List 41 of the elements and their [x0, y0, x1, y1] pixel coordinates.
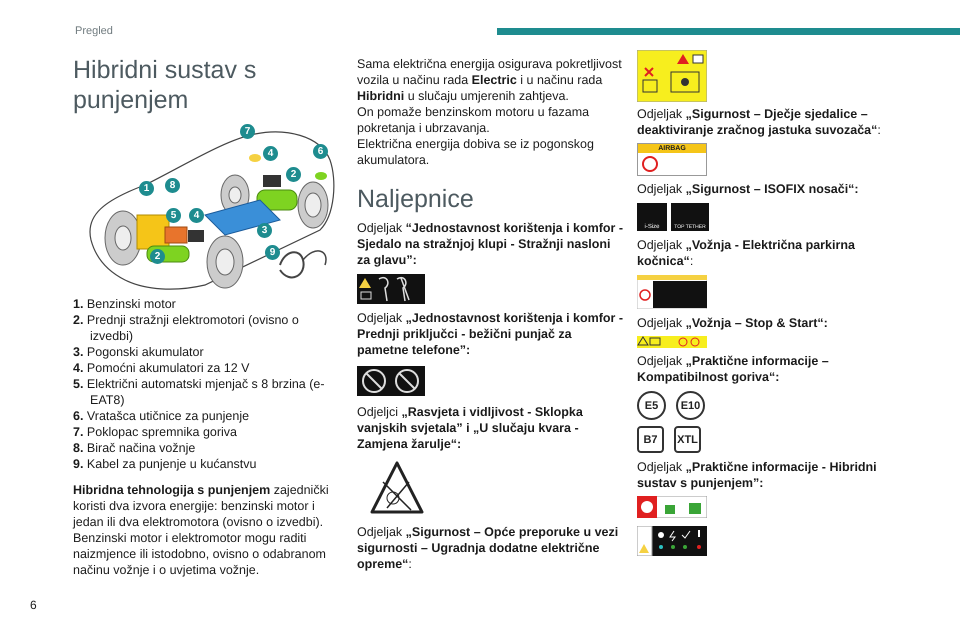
legend-list-item: 6. Vratašca utičnice za punjenje [73, 408, 250, 424]
section-reference: Odjeljak „Sigurnost – Dječje sjedalice – deaktiviranje zračnog jastuka suvozača“: [637, 106, 882, 138]
callout-number: 3 [257, 223, 272, 238]
fuel-compatibility-circle: E10 [676, 391, 705, 420]
section-reference: Odjeljak „Vožnja – Stop & Start“: [637, 315, 829, 331]
legend-list-item: 7. Poklopac spremnika goriva [73, 424, 238, 440]
section-reference: Odjeljak „Vožnja - Električna parkirna kočnica“: [637, 237, 856, 269]
page-title: Hibridni sustav s punjenjem [73, 55, 258, 115]
callout-number: 2 [286, 167, 301, 182]
legend-list-item: 2. Prednji stražnji elektromotori (ovisno o izvedbi) [73, 312, 300, 344]
callout-number: 1 [139, 181, 154, 196]
legend-list-item: 8. Birač načina vožnje [73, 440, 196, 456]
section-reference: Odjeljak „Praktične informacije – Kompatibilnost goriva“: [637, 353, 830, 385]
section-reference: Odjeljak „Sigurnost – Opće preporuke u vezi sigurnosti – Ugradnja dodatne električne opreme“: [357, 524, 620, 572]
body-paragraph: Hibridna tehnologija s punjenjem zajednički koristi dva izvora energije: benzinski motor i jedan ili dva elektromotora (ovisno o izvedbi). Benzinski motor i elektromotor mogu raditi naizmjence ili istodobno, ovisno o odabranom načinu vožnje i o uvjetima vožnje. [73, 482, 330, 578]
section-reference: Odjeljci „Rasvjeta i vidljivost - Sklopka vanjskih svjetala” i „U slučaju kvara - Zamjena žarulje“: [357, 404, 584, 452]
callout-number: 8 [165, 178, 180, 193]
fuel-compatibility-square: B7 [637, 426, 664, 453]
section-reference: Odjeljak „Jednostavnost korištenja i komfor - Prednji priključci - bežični punjač za pametne telefone”: [357, 310, 624, 358]
fuel-compatibility-square: XTL [674, 426, 701, 453]
section-heading: Naljepnice [357, 184, 475, 214]
section-reference: Odjeljak “Jednostavnost korištenja i komfor - Sjedalo na stražnjoj klupi - Stražnji nasloni za glavu”: [357, 220, 624, 268]
callout-number: 7 [240, 124, 255, 139]
body-paragraph: Električna energija dobiva se iz pogonskog akumulatora. [357, 136, 595, 168]
callout-number: 5 [166, 208, 181, 223]
legend-list-item: 9. Kabel za punjenje u kućanstvu [73, 456, 258, 472]
callout-number: 4 [189, 208, 204, 223]
callout-number: 9 [265, 245, 280, 260]
callout-number: 4 [263, 146, 278, 161]
body-paragraph: On pomaže benzinskom motoru u fazama pokretanja i ubrzavanja. [357, 104, 590, 136]
legend-list-item: 4. Pomoćni akumulatori za 12 V [73, 360, 250, 376]
section-reference: Odjeljak „Praktične informacije - Hibridni sustav s punjenjem”: [637, 459, 878, 491]
legend-list-item: 3. Pogonski akumulator [73, 344, 205, 360]
callout-number: 6 [313, 144, 328, 159]
legend-list-item: 5. Električni automatski mjenjač s 8 brzina (e-EAT8) [73, 376, 326, 408]
legend-list-item: 1. Benzinski motor [73, 296, 177, 312]
fuel-compatibility-circle: E5 [637, 391, 666, 420]
section-reference: Odjeljak „Sigurnost – ISOFIX nosači“: [637, 181, 860, 197]
running-header: Pregled [75, 24, 113, 39]
body-paragraph: Sama električna energija osigurava pokretljivost vozila u načinu rada Electric i u načinu rada Hibridni u slučaju umjerenih zahtjeva. [357, 56, 623, 104]
page-number: 6 [30, 597, 37, 613]
